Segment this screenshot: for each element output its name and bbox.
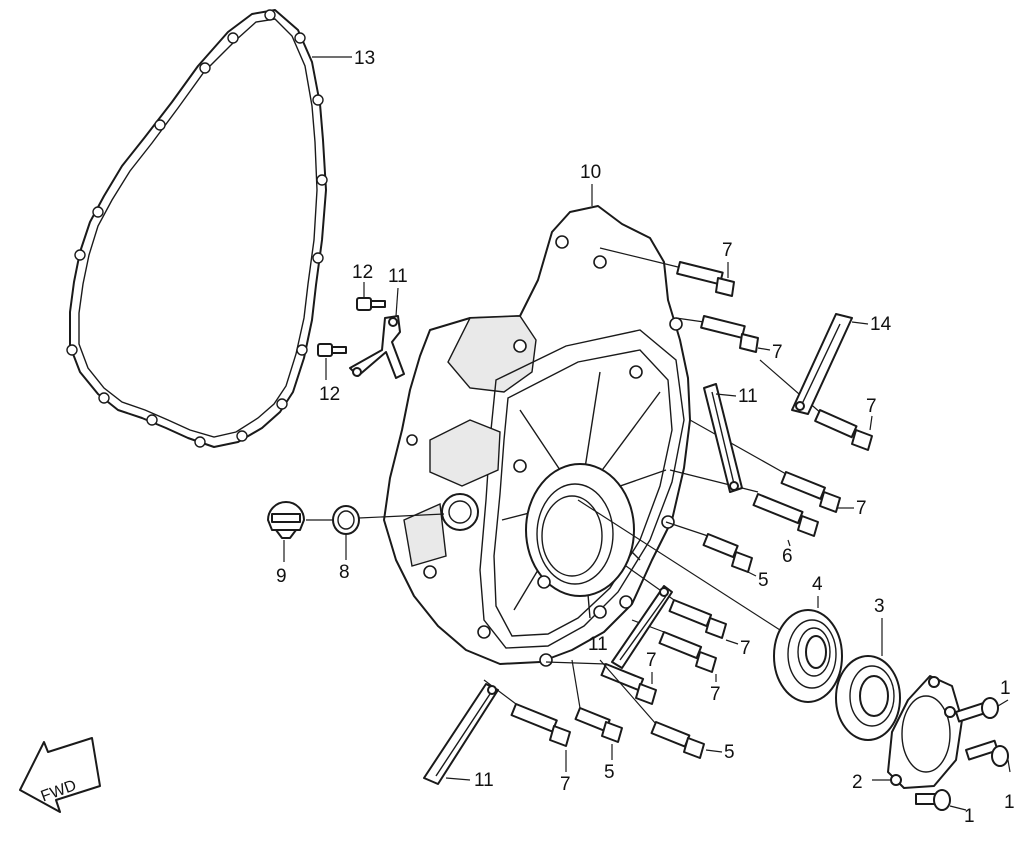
bolt-12-lower [317,343,347,357]
bolt-7-e [625,565,727,639]
clip-strip-11-low [611,585,673,669]
bolt-7-h [483,679,571,747]
screw-1-a [955,697,999,723]
callout-11-mid: 11 [738,386,758,407]
clip-strip-14 [791,313,853,415]
callout-4: 4 [812,574,823,595]
o-ring-washer [332,505,360,535]
retainer-plate [887,675,963,789]
bolt-5-c [599,659,705,759]
fwd-arrow-icon: FWD [19,737,101,813]
bolt-6 [669,469,819,537]
clip-strip-11-mid [703,383,743,493]
callout-7-e: 7 [740,638,751,659]
callout-5-a: 5 [758,570,769,591]
bolt-7-g [545,661,657,705]
ball-bearing [773,609,843,703]
callout-10: 10 [580,162,601,183]
callout-7-g: 7 [710,684,721,705]
callout-7-f: 7 [646,650,657,671]
callout-7-a: 7 [722,240,733,261]
oil-seal [835,655,901,741]
callout-8: 8 [339,562,350,583]
callout-12-lower: 12 [319,384,340,405]
callout-5-c: 5 [724,742,735,763]
bolts-group [483,247,873,759]
callout-1-bottom: 1 [964,806,975,827]
gasket [66,9,328,448]
callout-3: 3 [874,596,885,617]
callout-7-c: 7 [866,396,877,417]
bolt-7-a [599,247,735,297]
callout-11-bottom: 11 [474,770,494,791]
screw-1-b [964,739,1009,767]
callout-1-top: 1 [1000,678,1011,699]
bolt-7-b [675,315,759,353]
callout-12-upper: 12 [352,262,373,283]
callout-14: 14 [870,314,892,335]
screw-1-c [915,789,951,811]
clip-strip-11-bottom [423,683,499,785]
callout-13: 13 [354,48,375,69]
wire-clip-bracket [349,315,405,379]
bolt-5-b [571,659,623,743]
crankcase-cover [383,205,691,667]
callout-1-right: 1 [1004,792,1015,813]
bolt-7-f [631,619,717,673]
callout-5-b: 5 [604,762,615,783]
callout-7-d: 7 [856,498,867,519]
callout-11-low: 11 [588,634,608,655]
callout-7-h: 7 [560,774,571,795]
bolt-12-upper [356,297,386,311]
oil-filler-plug [267,501,305,539]
bolt-7-d [689,419,841,513]
callout-9: 9 [276,566,287,587]
callout-7-b: 7 [772,342,783,363]
callout-2: 2 [852,772,863,793]
callout-6: 6 [782,546,793,567]
callout-11-upper: 11 [388,266,408,287]
